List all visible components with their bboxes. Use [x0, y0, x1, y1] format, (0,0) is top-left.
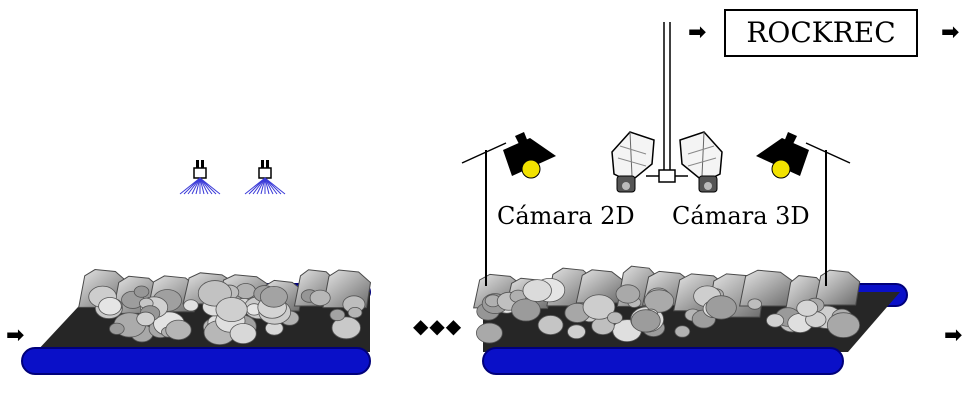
camera-3d-label: Cámara 3D: [672, 202, 810, 230]
camera-2d-label: Cámara 2D: [497, 202, 635, 230]
rock: [229, 323, 257, 345]
rock: [826, 312, 861, 338]
camera-2d: [611, 131, 655, 193]
rock: [705, 295, 737, 320]
left-conveyor-belt: [21, 269, 372, 375]
left-lamp: [461, 132, 556, 286]
right-lamp: [756, 132, 851, 286]
rock: [522, 279, 552, 302]
spray-line: [252, 177, 266, 195]
spray-nozzle-2: [244, 160, 286, 195]
rock: [329, 308, 346, 322]
rock: [165, 319, 192, 341]
spray-line: [195, 177, 201, 195]
camera-3d: [679, 131, 723, 193]
rock: [615, 284, 641, 304]
rock: [739, 269, 795, 307]
rock: [766, 313, 785, 328]
rock: [309, 289, 331, 307]
rock: [796, 299, 819, 317]
rock: [133, 285, 150, 298]
rock: [747, 298, 762, 310]
from-rockrec-arrow-icon: ➡: [941, 20, 960, 45]
rock: [630, 309, 661, 333]
rock: [537, 315, 564, 336]
rock: [347, 306, 363, 319]
spray-nozzle-1: [179, 160, 221, 195]
spray-line: [264, 177, 274, 195]
spray-line: [264, 177, 270, 195]
rockrec-system-box: ROCKREC: [724, 9, 918, 57]
rockrec-label: ROCKREC: [746, 16, 896, 49]
rock: [567, 324, 586, 340]
input-flow-arrow-icon: ➡: [6, 323, 25, 348]
spray-line: [191, 177, 201, 195]
spray-line: [183, 177, 201, 195]
left-lamp-bulb: [521, 159, 541, 179]
left-rock-pile: [78, 269, 372, 346]
rock: [644, 289, 675, 313]
rock: [607, 311, 623, 324]
spray-line: [248, 177, 266, 195]
left-belt-front-roller: [21, 347, 371, 375]
rock: [511, 298, 541, 322]
spray-line: [199, 177, 205, 195]
spray-line: [199, 177, 221, 195]
camera-mount: [646, 22, 688, 183]
spray-line: [260, 177, 266, 195]
output-flow-arrow-icon: ➡: [944, 323, 963, 348]
continuation-dots-icon: ◆◆◆: [413, 314, 463, 338]
rock: [109, 322, 125, 335]
spray-line: [199, 177, 209, 195]
rock: [674, 325, 691, 338]
rock: [183, 299, 199, 312]
right-conveyor-belt: [473, 265, 908, 375]
rock: [476, 322, 503, 344]
rock: [98, 297, 122, 316]
right-belt-front-roller: [482, 347, 844, 375]
right-rock-pile: [473, 265, 861, 344]
spray-line: [256, 177, 266, 195]
rock: [136, 311, 155, 327]
right-lamp-bulb: [771, 159, 791, 179]
to-rockrec-arrow-icon: ➡: [688, 20, 707, 45]
spray-line: [264, 177, 286, 195]
spray-line: [187, 177, 201, 195]
rock: [331, 316, 361, 340]
rock: [582, 294, 616, 320]
rock: [814, 269, 861, 306]
rock: [215, 297, 248, 322]
rock: [259, 285, 288, 308]
